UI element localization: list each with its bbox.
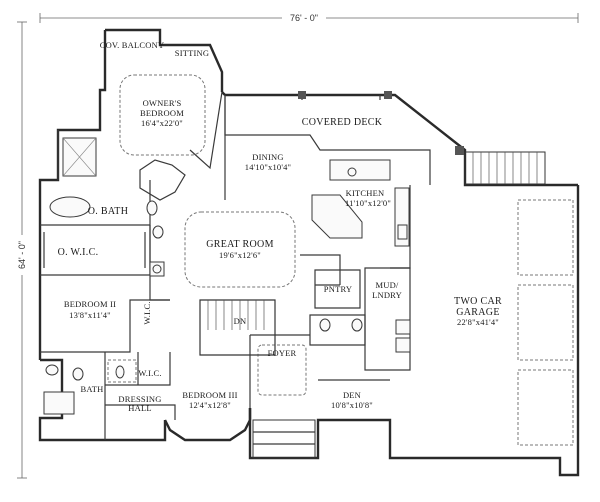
dressing-hall-label-2: HALL <box>128 403 151 413</box>
foyer-label: FOYER <box>268 348 297 358</box>
sitting-label: SITTING <box>175 48 209 58</box>
garage-bay-1 <box>517 199 574 276</box>
bath-label: BATH <box>81 384 104 394</box>
den-size: 10'8"x10'8" <box>331 400 373 410</box>
foyer-ceiling <box>257 344 307 396</box>
owner-bath-fixtures <box>49 137 165 277</box>
covered-deck-label: COVERED DECK <box>302 117 383 128</box>
bedroom-iii-size: 12'4"x12'8" <box>189 400 231 410</box>
dimension-lines <box>17 13 579 479</box>
wic-lower-label: W.I.C. <box>138 368 161 378</box>
covered-deck-outline <box>224 95 431 185</box>
bedroom-ii-size: 13'8"x11'4" <box>69 310 111 320</box>
kitchen-label: KITCHEN <box>346 188 385 198</box>
o-bath-label: O. BATH <box>88 206 128 217</box>
dining-label: DINING <box>252 152 283 162</box>
window-marks <box>298 91 464 155</box>
mud-laundry-label-2: LNDRY <box>372 290 402 300</box>
overall-width-dimension: 76' - 0" <box>290 13 318 23</box>
stairs-down <box>199 299 276 356</box>
dressing-hall-label-1: DRESSING <box>118 394 161 404</box>
garage-label-1: TWO CAR <box>454 296 502 307</box>
garage-label-2: GARAGE <box>456 307 499 318</box>
great-room-size: 19'6"x12'6" <box>219 250 261 260</box>
owners-bedroom-label-2: BEDROOM <box>140 108 184 118</box>
dn-label: DN <box>234 316 247 326</box>
bedroom-ii-label: BEDROOM II <box>64 299 116 309</box>
garage-bay-2 <box>517 284 574 361</box>
great-room-ceiling <box>184 211 296 288</box>
deck-stairs <box>464 151 546 185</box>
room-labels: COV. BALCONY SITTING OWNER'S BEDROOM 16'… <box>58 40 502 413</box>
mud-laundry-label-1: MUD/ <box>376 280 399 290</box>
overall-depth-dimension: 64' - 0" <box>17 241 27 269</box>
owners-bedroom-size: 16'4"x22'0" <box>141 118 183 128</box>
bath-fixtures <box>43 364 125 415</box>
kitchen-size: 11'10"x12'0" <box>345 198 391 208</box>
great-room-label: GREAT ROOM <box>206 239 274 250</box>
bedroom-iii-label: BEDROOM III <box>182 390 237 400</box>
garage-size: 22'8"x41'4" <box>457 317 499 327</box>
den-label: DEN <box>343 390 361 400</box>
owners-bedroom-label-1: OWNER'S <box>143 98 182 108</box>
laundry-fixtures <box>319 318 411 353</box>
kitchen-fixtures <box>311 159 410 247</box>
wic-small-label: W.I.C. <box>142 301 152 324</box>
o-wic-label: O. W.I.C. <box>58 247 99 258</box>
cov-balcony-label: COV. BALCONY <box>100 40 165 50</box>
exterior-walls <box>38 28 580 477</box>
owners-bedroom-ceiling <box>119 74 206 156</box>
pantry-label: PNTRY <box>324 284 352 294</box>
front-steps <box>252 419 316 459</box>
dining-size: 14'10"x10'4" <box>245 162 291 172</box>
garage-bay-3 <box>517 369 574 446</box>
